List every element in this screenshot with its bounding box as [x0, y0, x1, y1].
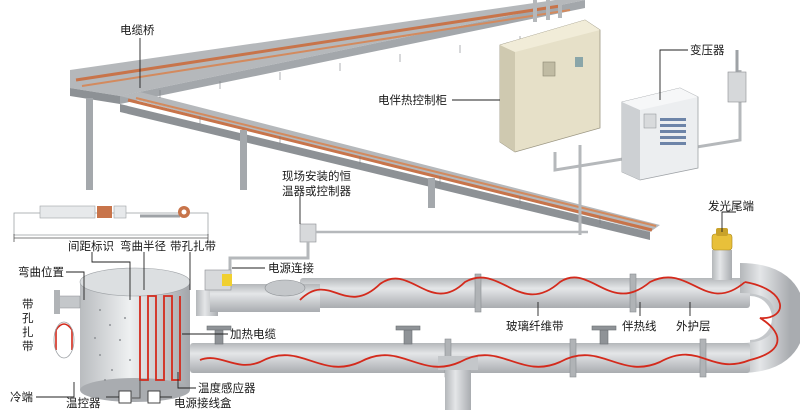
- field-thermostat: [228, 223, 588, 278]
- cable-tray: [70, 0, 660, 240]
- label-tie-band: 带孔扎带: [170, 239, 216, 253]
- label-power-junction-box: 电源接线盒: [174, 396, 232, 410]
- control-cabinet: [499, 19, 742, 235]
- label-spacing-mark: 间距标识: [68, 239, 114, 253]
- label-heating-cable: 加热电缆: [230, 327, 276, 341]
- transformer: [621, 50, 747, 181]
- label-tie-band-v-1: 带: [22, 297, 34, 311]
- label-bend-radius: 弯曲半径: [120, 239, 166, 253]
- label-cable-tray: 电缆桥: [120, 23, 155, 37]
- label-bend-position: 弯曲位置: [18, 265, 64, 279]
- label-transformer: 变压器: [690, 43, 725, 57]
- label-fiberglass-tape: 玻璃纤维带: [506, 319, 564, 333]
- label-outer-jacket: 外护层: [676, 319, 711, 333]
- label-field-thermostat-line1: 现场安装的恒: [282, 169, 351, 183]
- label-cold-end: 冷端: [10, 390, 33, 404]
- inset-detail: [13, 205, 209, 242]
- label-glow-end: 发光尾端: [708, 199, 754, 213]
- label-tie-band-v-2: 孔: [22, 311, 34, 325]
- heating-cable-path: [199, 276, 781, 368]
- label-tracing-line: 伴热线: [622, 319, 657, 333]
- power-connection-box: [204, 269, 306, 297]
- label-tie-band-v-4: 带: [22, 339, 34, 353]
- label-power-connection: 电源连接: [268, 261, 314, 275]
- leader-lines: [36, 38, 736, 398]
- tank: [53, 267, 191, 404]
- label-control-cabinet: 电伴热控制柜: [378, 93, 447, 107]
- label-tie-band-v-3: 扎: [22, 325, 34, 339]
- label-thermostat: 温控器: [66, 396, 101, 410]
- labels: 电缆桥 电伴热控制柜 变压器 现场安装的恒 温器或控制器 发光尾端 间距标识 弯…: [10, 23, 754, 410]
- label-temperature-sensor: 温度感应器: [198, 381, 256, 395]
- label-field-thermostat-line2: 温器或控制器: [282, 184, 351, 198]
